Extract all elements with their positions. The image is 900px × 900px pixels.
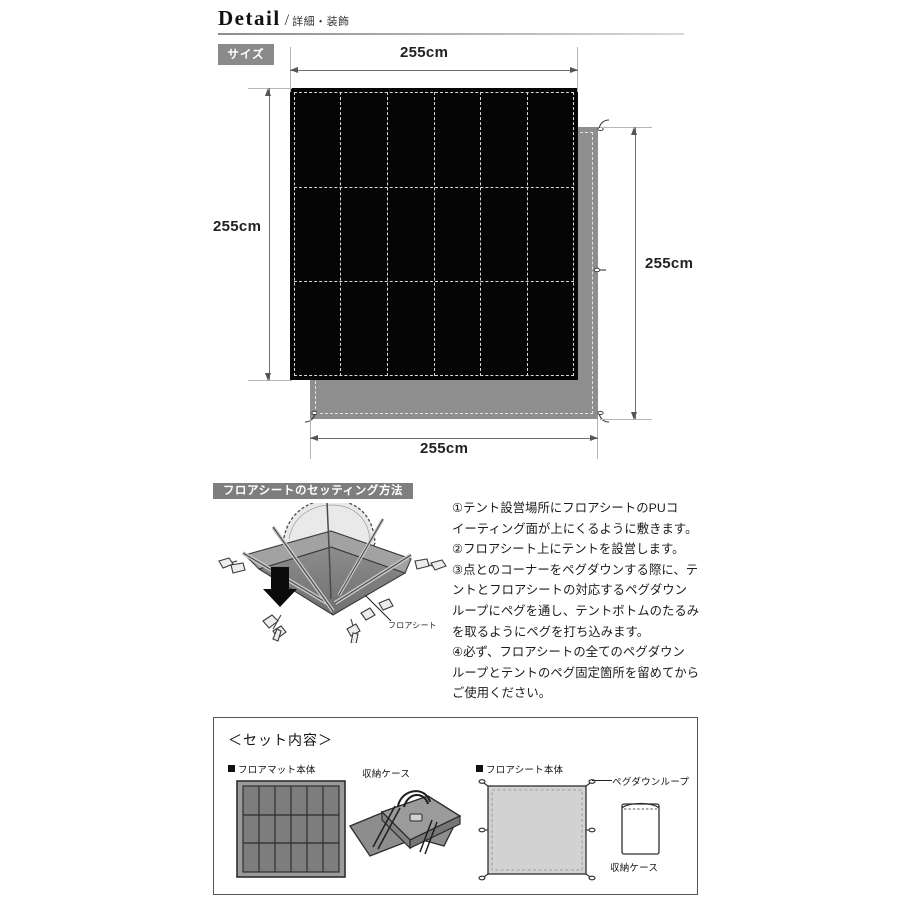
bullet-square-icon bbox=[476, 765, 483, 772]
size-diagram: 255cm 255cm 255cm 255cm bbox=[213, 44, 694, 459]
setting-step-line: ②フロアシート上にテントを設営します。 bbox=[452, 542, 685, 557]
dim-label-mat-height: 255cm bbox=[213, 218, 262, 235]
dim-line-mat-width bbox=[290, 70, 578, 71]
setting-step-line: ご使用ください。 bbox=[452, 686, 552, 701]
peg-loop-bottom-left-icon bbox=[302, 410, 318, 423]
set-item-label-text: ペグダウンループ bbox=[612, 777, 690, 788]
page-header: Detail/詳細・装飾 bbox=[218, 6, 688, 44]
dim-arrow-sheet-height-top bbox=[631, 127, 637, 135]
peg-loop-top-right-icon bbox=[597, 119, 611, 132]
setting-step-line: を取るようにペグを打ち込みます。 bbox=[452, 624, 650, 639]
mat-seam-h2 bbox=[294, 281, 574, 283]
floor-sheet-illustration bbox=[478, 779, 596, 881]
set-item-label-storage-case-sheet: 収納ケース bbox=[610, 860, 658, 874]
set-contents-title: ＜セット内容＞ bbox=[228, 732, 333, 748]
peg-loop-right-mid-icon bbox=[593, 265, 607, 275]
set-item-label-floor-mat: フロアマット本体 bbox=[228, 762, 316, 776]
dim-arrow-sheet-height-bottom bbox=[631, 412, 637, 420]
mat-seam-v3 bbox=[434, 92, 435, 376]
setting-method-badge: フロアシートのセッティング方法 bbox=[213, 483, 413, 499]
storage-case-mat-illustration bbox=[348, 790, 464, 870]
mat-seam-v1 bbox=[340, 92, 342, 376]
floor-mat-grid bbox=[294, 92, 574, 376]
header-divider bbox=[218, 33, 684, 35]
mat-seam-h1 bbox=[294, 186, 574, 188]
mat-seam-v4 bbox=[480, 92, 482, 376]
dim-label-sheet-width: 255cm bbox=[420, 440, 469, 457]
dim-label-mat-width: 255cm bbox=[400, 44, 449, 61]
set-item-label-peg-down-loop: ペグダウンループ bbox=[612, 774, 689, 788]
page-title: Detail bbox=[218, 6, 281, 30]
mat-seam-v5 bbox=[527, 92, 529, 376]
setting-step-line: ループとテントのペグ固定箇所を留めてから bbox=[452, 665, 700, 680]
page-subtitle: 詳細・装飾 bbox=[292, 16, 350, 28]
ext-line-right-top bbox=[600, 127, 652, 128]
dim-line-mat-height bbox=[269, 88, 270, 380]
dim-line-sheet-width bbox=[310, 438, 598, 439]
set-item-label-text: 収納ケース bbox=[610, 863, 659, 874]
dim-label-sheet-height: 255cm bbox=[645, 255, 694, 272]
set-item-label-floor-sheet: フロアシート本体 bbox=[476, 762, 563, 776]
storage-case-sheet-illustration bbox=[620, 800, 662, 856]
set-contents-box: ＜セット内容＞ フロアマット本体 収納ケース bbox=[213, 717, 698, 895]
title-separator: / bbox=[284, 12, 290, 29]
dim-line-sheet-height bbox=[635, 127, 636, 419]
setting-step-line: ④必ず、フロアシートの全てのペグダウン bbox=[452, 645, 685, 660]
setting-step-line: ントとフロアシートの対応するペグダウン bbox=[452, 583, 688, 598]
set-item-label-text: フロアマット本体 bbox=[238, 765, 316, 776]
floor-mat-illustration bbox=[236, 780, 346, 878]
setting-step-line: ループにペグを通し、テントボトムのたるみ bbox=[452, 603, 700, 618]
dim-arrow-sheet-width-left bbox=[310, 435, 318, 441]
setting-step-line: ①テント設営場所にフロアシートのPUコ bbox=[452, 501, 679, 515]
dim-arrow-mat-width-right bbox=[570, 67, 578, 73]
set-item-label-text: フロアシート本体 bbox=[486, 765, 564, 776]
dim-arrow-mat-height-bottom bbox=[265, 373, 271, 381]
floor-mat-shape bbox=[290, 88, 578, 380]
dim-arrow-sheet-width-right bbox=[590, 435, 598, 441]
ext-line-right-bottom bbox=[600, 419, 652, 420]
bullet-square-icon bbox=[228, 765, 235, 772]
tent-illustration-caption: フロアシート bbox=[388, 621, 437, 630]
setting-steps: ①テント設営場所にフロアシートのPUコ イーティング面が上にくるように敷きます。… bbox=[452, 498, 704, 704]
size-badge: サイズ bbox=[218, 44, 274, 65]
set-item-label-storage-case-mat: 収納ケース bbox=[362, 766, 410, 780]
setting-step-line: イーティング面が上にくるように敷きます。 bbox=[452, 521, 698, 536]
dim-arrow-mat-height-top bbox=[265, 88, 271, 96]
tent-setup-illustration bbox=[215, 503, 447, 643]
mat-seam-v2 bbox=[387, 92, 389, 376]
peg-loop-leader-line bbox=[592, 780, 612, 781]
dim-arrow-mat-width-left bbox=[290, 67, 298, 73]
set-item-label-text: 収納ケース bbox=[362, 769, 411, 780]
setting-step-line: ③点とのコーナーをペグダウンする際に、テ bbox=[452, 562, 699, 577]
